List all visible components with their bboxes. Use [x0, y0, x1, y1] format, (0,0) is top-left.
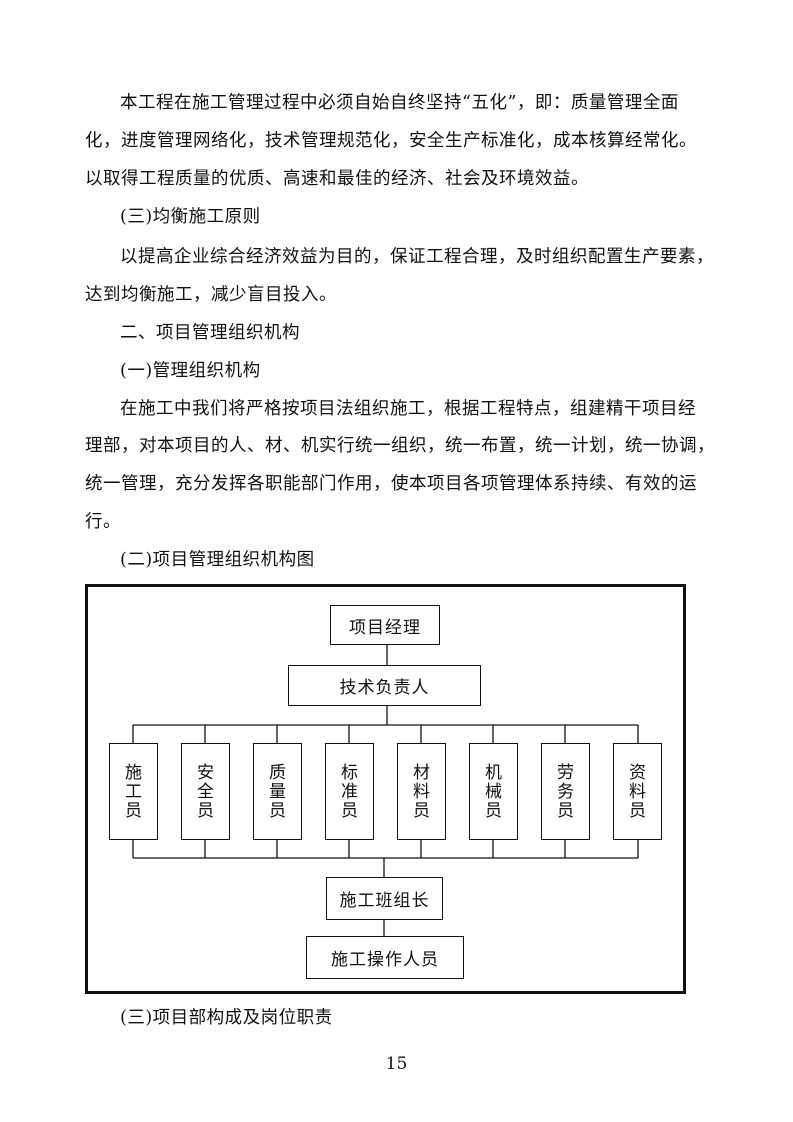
node-technical-lead: 技术负责人 — [288, 665, 481, 706]
paragraph-2-line-1: 以提高企业综合经济效益为目的，保证工程合理，及时组织配置生产要素， — [120, 247, 714, 267]
page-number: 15 — [385, 1054, 408, 1074]
paragraph-3-line-3: 统一管理，充分发挥各职能部门作用，使本项目各项管理体系持续、有效的运 — [85, 474, 697, 494]
node-machinery-officer: 机械员 — [469, 743, 518, 840]
node-safety-officer: 安全员 — [181, 743, 230, 840]
node-labor-officer: 劳务员 — [541, 743, 590, 840]
paragraph-1-line-3: 以取得工程质量的优质、高速和最佳的经济、社会及环境效益。 — [85, 169, 589, 189]
paragraph-3-line-2: 理部，对本项目的人、材、机实行统一组织，统一布置，统一计划，统一协调， — [85, 436, 715, 456]
heading-org-chart: (二)项目管理组织机构图 — [120, 550, 315, 570]
node-documentation-officer: 资料员 — [613, 743, 662, 840]
node-team-leader: 施工班组长 — [326, 877, 443, 920]
paragraph-1-line-1: 本工程在施工管理过程中必须自始自终坚持“五化”，即：质量管理全面 — [120, 93, 679, 113]
paragraph-2-line-2: 达到均衡施工，减少盲目投入。 — [85, 285, 337, 305]
org-chart-connectors — [132, 645, 639, 936]
node-quality-officer: 质量员 — [253, 743, 302, 840]
section-heading-2: 二、项目管理组织机构 — [120, 323, 300, 343]
heading-management-organization: (一)管理组织机构 — [120, 361, 261, 381]
node-standards-officer: 标准员 — [325, 743, 374, 840]
paragraph-1-line-2: 化，进度管理网络化，技术管理规范化，安全生产标准化，成本核算经常化。 — [85, 131, 697, 151]
heading-balanced-construction: (三)均衡施工原则 — [120, 207, 261, 227]
node-materials-officer: 材料员 — [397, 743, 446, 840]
paragraph-3-line-1: 在施工中我们将严格按项目法组织施工，根据工程特点，组建精干项目经 — [120, 399, 696, 419]
node-project-manager: 项目经理 — [330, 605, 440, 645]
node-construction-worker-role: 施工员 — [109, 743, 158, 840]
heading-department-roles: (三)项目部构成及岗位职责 — [120, 1008, 333, 1028]
node-construction-operators: 施工操作人员 — [306, 936, 464, 979]
org-chart: 项目经理 技术负责人 施工员 安全员 质量员 标准员 材料员 机械员 劳务员 资… — [85, 584, 686, 994]
paragraph-3-line-4: 行。 — [85, 512, 121, 532]
